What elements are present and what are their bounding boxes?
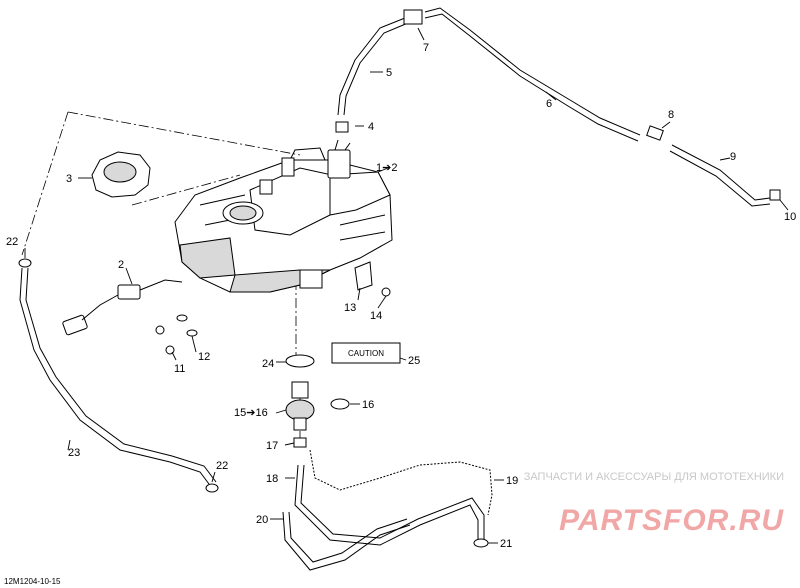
callout-25: 25 xyxy=(408,355,420,367)
callout-21: 21 xyxy=(500,538,512,550)
callout-3: 3 xyxy=(66,173,72,185)
long-vent-hose xyxy=(424,7,781,207)
caution-decal-text: CAUTION xyxy=(348,349,384,358)
watermark-tagline: ЗАПЧАСТИ И АКСЕССУАРЫ ДЛЯ МОТОТЕХНИКИ xyxy=(524,471,784,483)
callout-13: 13 xyxy=(344,302,356,314)
callout-11: 11 xyxy=(174,363,185,375)
callout-10: 10 xyxy=(784,211,796,223)
callout-8: 8 xyxy=(668,109,674,121)
callout-5: 5 xyxy=(386,67,392,79)
callout-20: 20 xyxy=(256,514,268,526)
callout-15: 15➔16 xyxy=(234,407,268,419)
callout-14: 14 xyxy=(370,310,382,322)
callout-17: 17 xyxy=(266,440,278,452)
clamp-21 xyxy=(473,538,489,548)
reference-code: 12M1204-10-15 xyxy=(4,577,61,586)
callout-1: 1➔2 xyxy=(376,162,397,174)
callout-22-bottom: 22 xyxy=(216,460,228,472)
bolts-washers xyxy=(155,314,198,355)
callout-22-top: 22 xyxy=(6,236,18,248)
upper-vent-hose xyxy=(335,9,423,133)
callout-19: 19 xyxy=(506,475,518,487)
clamp-17 xyxy=(293,437,307,448)
fuel-cap xyxy=(91,151,151,198)
left-vent-hose xyxy=(18,258,219,493)
fuel-tank xyxy=(174,147,393,293)
fuel-hoses xyxy=(282,449,493,571)
bracket-screw xyxy=(354,261,391,297)
callout-6: 6 xyxy=(546,98,552,110)
caution-decal: CAUTION xyxy=(331,342,401,364)
level-sensor-wire xyxy=(62,279,183,336)
clamp-24 xyxy=(285,354,315,368)
callout-9: 9 xyxy=(730,151,736,163)
callout-4: 4 xyxy=(368,121,374,133)
watermark-logo: PARTSFOR.RU xyxy=(559,504,784,537)
callout-2: 2 xyxy=(118,259,124,271)
callout-12: 12 xyxy=(198,351,210,363)
callout-24: 24 xyxy=(262,358,274,370)
tank-vent-fitting xyxy=(327,139,351,179)
callouts: 1➔2 2 3 4 5 6 7 8 9 10 11 12 13 14 15➔16… xyxy=(6,42,796,550)
callout-7: 7 xyxy=(423,42,429,54)
filler-neck xyxy=(222,201,264,225)
watermark: ЗАПЧАСТИ И АКСЕССУАРЫ ДЛЯ МОТОТЕХНИКИ PA… xyxy=(524,471,784,537)
callout-16: 16 xyxy=(362,399,374,411)
fuel-pump-valve xyxy=(285,381,350,431)
leader-lines xyxy=(24,27,789,544)
callout-18: 18 xyxy=(266,473,278,485)
callout-23: 23 xyxy=(68,447,80,459)
